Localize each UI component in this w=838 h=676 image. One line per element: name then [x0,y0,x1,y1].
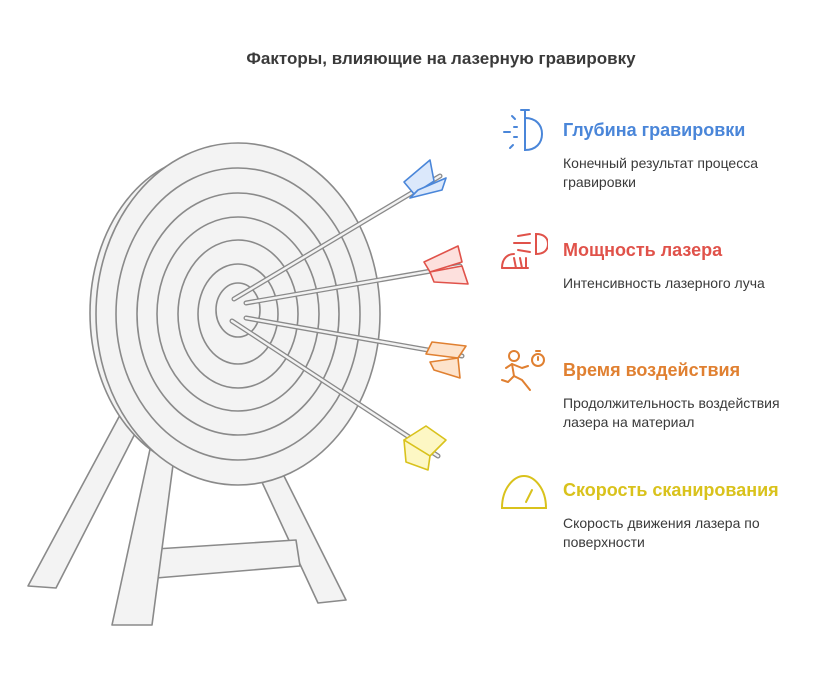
factor-heading: Время воздействия [563,360,741,380]
factor-description: Конечный результат процесса гравировки [563,155,759,190]
arrow-red [243,245,469,306]
factor-description: Продолжительность воздействия лазера на … [563,395,780,430]
easel-crossbar [139,539,301,580]
power-icon [501,232,548,269]
target-rings [115,167,361,461]
factor-description: Интенсивность лазерного луча [563,275,765,291]
factor-heading: Мощность лазера [563,240,723,260]
speed-icon [500,474,548,509]
easel-leg-center [111,439,177,626]
factor-heading: Глубина гравировки [563,120,746,140]
easel-stand [27,414,347,626]
depth-icon [503,109,544,152]
arrow-orange [243,315,467,379]
factor-description: Скорость движения лазера по поверхности [563,515,760,550]
factor-heading: Скорость сканирования [563,480,779,500]
bullseye [215,282,261,338]
page-title: Факторы, влияющие на лазерную гравировку [246,49,636,68]
arrow-yellow [229,318,447,471]
arrow-blue [231,159,447,302]
time-icon [501,350,545,391]
